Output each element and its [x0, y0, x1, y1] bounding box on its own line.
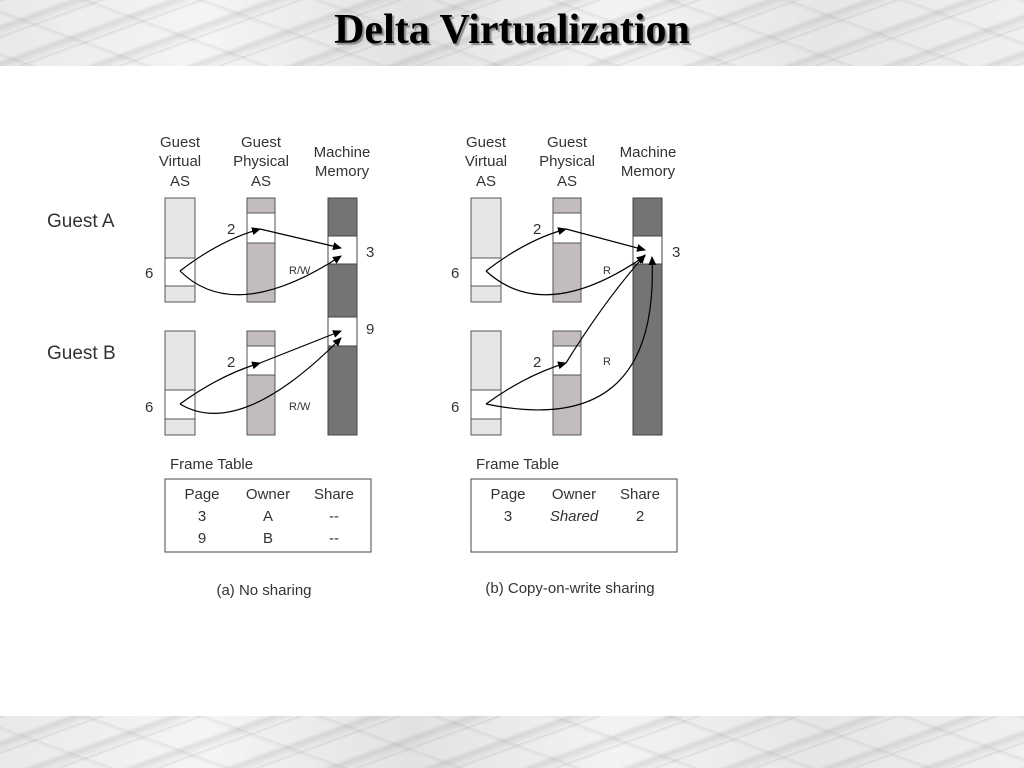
guest-a-virtual-as — [164, 197, 196, 303]
frame-table-header-owner-b: Owner — [552, 486, 596, 503]
guest-b-label: Guest B — [47, 343, 116, 364]
header-guest-virtual-line3: AS — [170, 173, 190, 190]
frame-table-cell: -- — [329, 530, 339, 547]
frame-table-header-share-a: Share — [314, 486, 354, 503]
header-guest-physical-line2: Physical — [233, 153, 289, 170]
slide-title: Delta Virtualization — [334, 7, 690, 53]
guest-a-physical-page-number: 2 — [533, 221, 541, 238]
caption-b: (b) Copy-on-write sharing — [485, 580, 654, 597]
guest-b-permission-label: R/W — [289, 401, 311, 413]
guest-a-virtual-page-number: 6 — [451, 265, 459, 282]
guest-a-physical-as — [552, 197, 582, 303]
frame-table-cell: 3 — [198, 508, 206, 525]
caption-a: (a) No sharing — [216, 582, 311, 599]
header-guest-virtual-line3: AS — [476, 173, 496, 190]
frame-table-cell: -- — [329, 508, 339, 525]
guest-b-virtual-as — [164, 330, 196, 436]
header-guest-physical-line2: Physical — [539, 153, 595, 170]
guest-b-permission-label: R — [603, 356, 611, 368]
frame-table-box-a — [164, 478, 372, 553]
guest-a-machine-page-number: 3 — [366, 244, 374, 261]
header-machine-memory-line1: Machine — [314, 144, 371, 161]
frame-table-cell: 2 — [636, 508, 644, 525]
frame-table-header-page-a: Page — [184, 486, 219, 503]
header-machine-memory-line2: Memory — [621, 163, 676, 180]
guest-b-physical-as — [246, 330, 276, 436]
machine-memory-a — [327, 197, 358, 436]
guest-b-virtual-page-number: 6 — [145, 399, 153, 416]
header-guest-virtual-line1: Guest — [160, 134, 201, 151]
machine-memory-b — [632, 197, 663, 436]
guest-b-physical-page-number: 2 — [227, 354, 235, 371]
frame-table-cell: B — [263, 530, 273, 547]
guest-b-virtual-page-number: 6 — [451, 399, 459, 416]
guest-a-label: Guest A — [47, 211, 115, 232]
guest-a-permission-label: R/W — [289, 265, 311, 277]
panel-a: Guest Virtual AS Guest Physical AS Machi… — [145, 134, 374, 599]
header-guest-virtual-line1: Guest — [466, 134, 507, 151]
header-guest-virtual-line2: Virtual — [465, 153, 507, 170]
header-guest-physical-line1: Guest — [241, 134, 282, 151]
frame-table-header-owner-a: Owner — [246, 486, 290, 503]
guest-b-machine-page-number: 9 — [366, 321, 374, 338]
frame-table-header-page-b: Page — [490, 486, 525, 503]
guest-a-virtual-page-number: 6 — [145, 265, 153, 282]
header-guest-physical-line3: AS — [557, 173, 577, 190]
shared-machine-page-number: 3 — [672, 244, 680, 261]
frame-table-label-b: Frame Table — [476, 456, 559, 473]
guest-b-physical-page-number: 2 — [533, 354, 541, 371]
frame-table-cell: A — [263, 508, 273, 525]
header-banner — [0, 0, 1024, 66]
header-machine-memory-line2: Memory — [315, 163, 370, 180]
header-guest-virtual-line2: Virtual — [159, 153, 201, 170]
frame-table-label-a: Frame Table — [170, 456, 253, 473]
mapping-arrows-b — [485, 227, 657, 411]
frame-table-cell: 9 — [198, 530, 206, 547]
guest-a-physical-page-number: 2 — [227, 221, 235, 238]
frame-table-header-share-b: Share — [620, 486, 660, 503]
guest-a-physical-as — [246, 197, 276, 303]
frame-table-cell: 3 — [504, 508, 512, 525]
mapping-arrows-a — [179, 227, 342, 414]
frame-table-cell: Shared — [550, 508, 599, 525]
frame-table-box-b — [470, 478, 678, 553]
guest-a-permission-label: R — [603, 265, 611, 277]
guest-b-virtual-as — [470, 330, 502, 436]
panel-b: Guest Virtual AS Guest Physical AS Machi… — [451, 134, 680, 597]
footer-banner — [0, 716, 1024, 768]
header-guest-physical-line3: AS — [251, 173, 271, 190]
header-machine-memory-line1: Machine — [620, 144, 677, 161]
header-guest-physical-line1: Guest — [547, 134, 588, 151]
guest-a-virtual-as — [470, 197, 502, 303]
